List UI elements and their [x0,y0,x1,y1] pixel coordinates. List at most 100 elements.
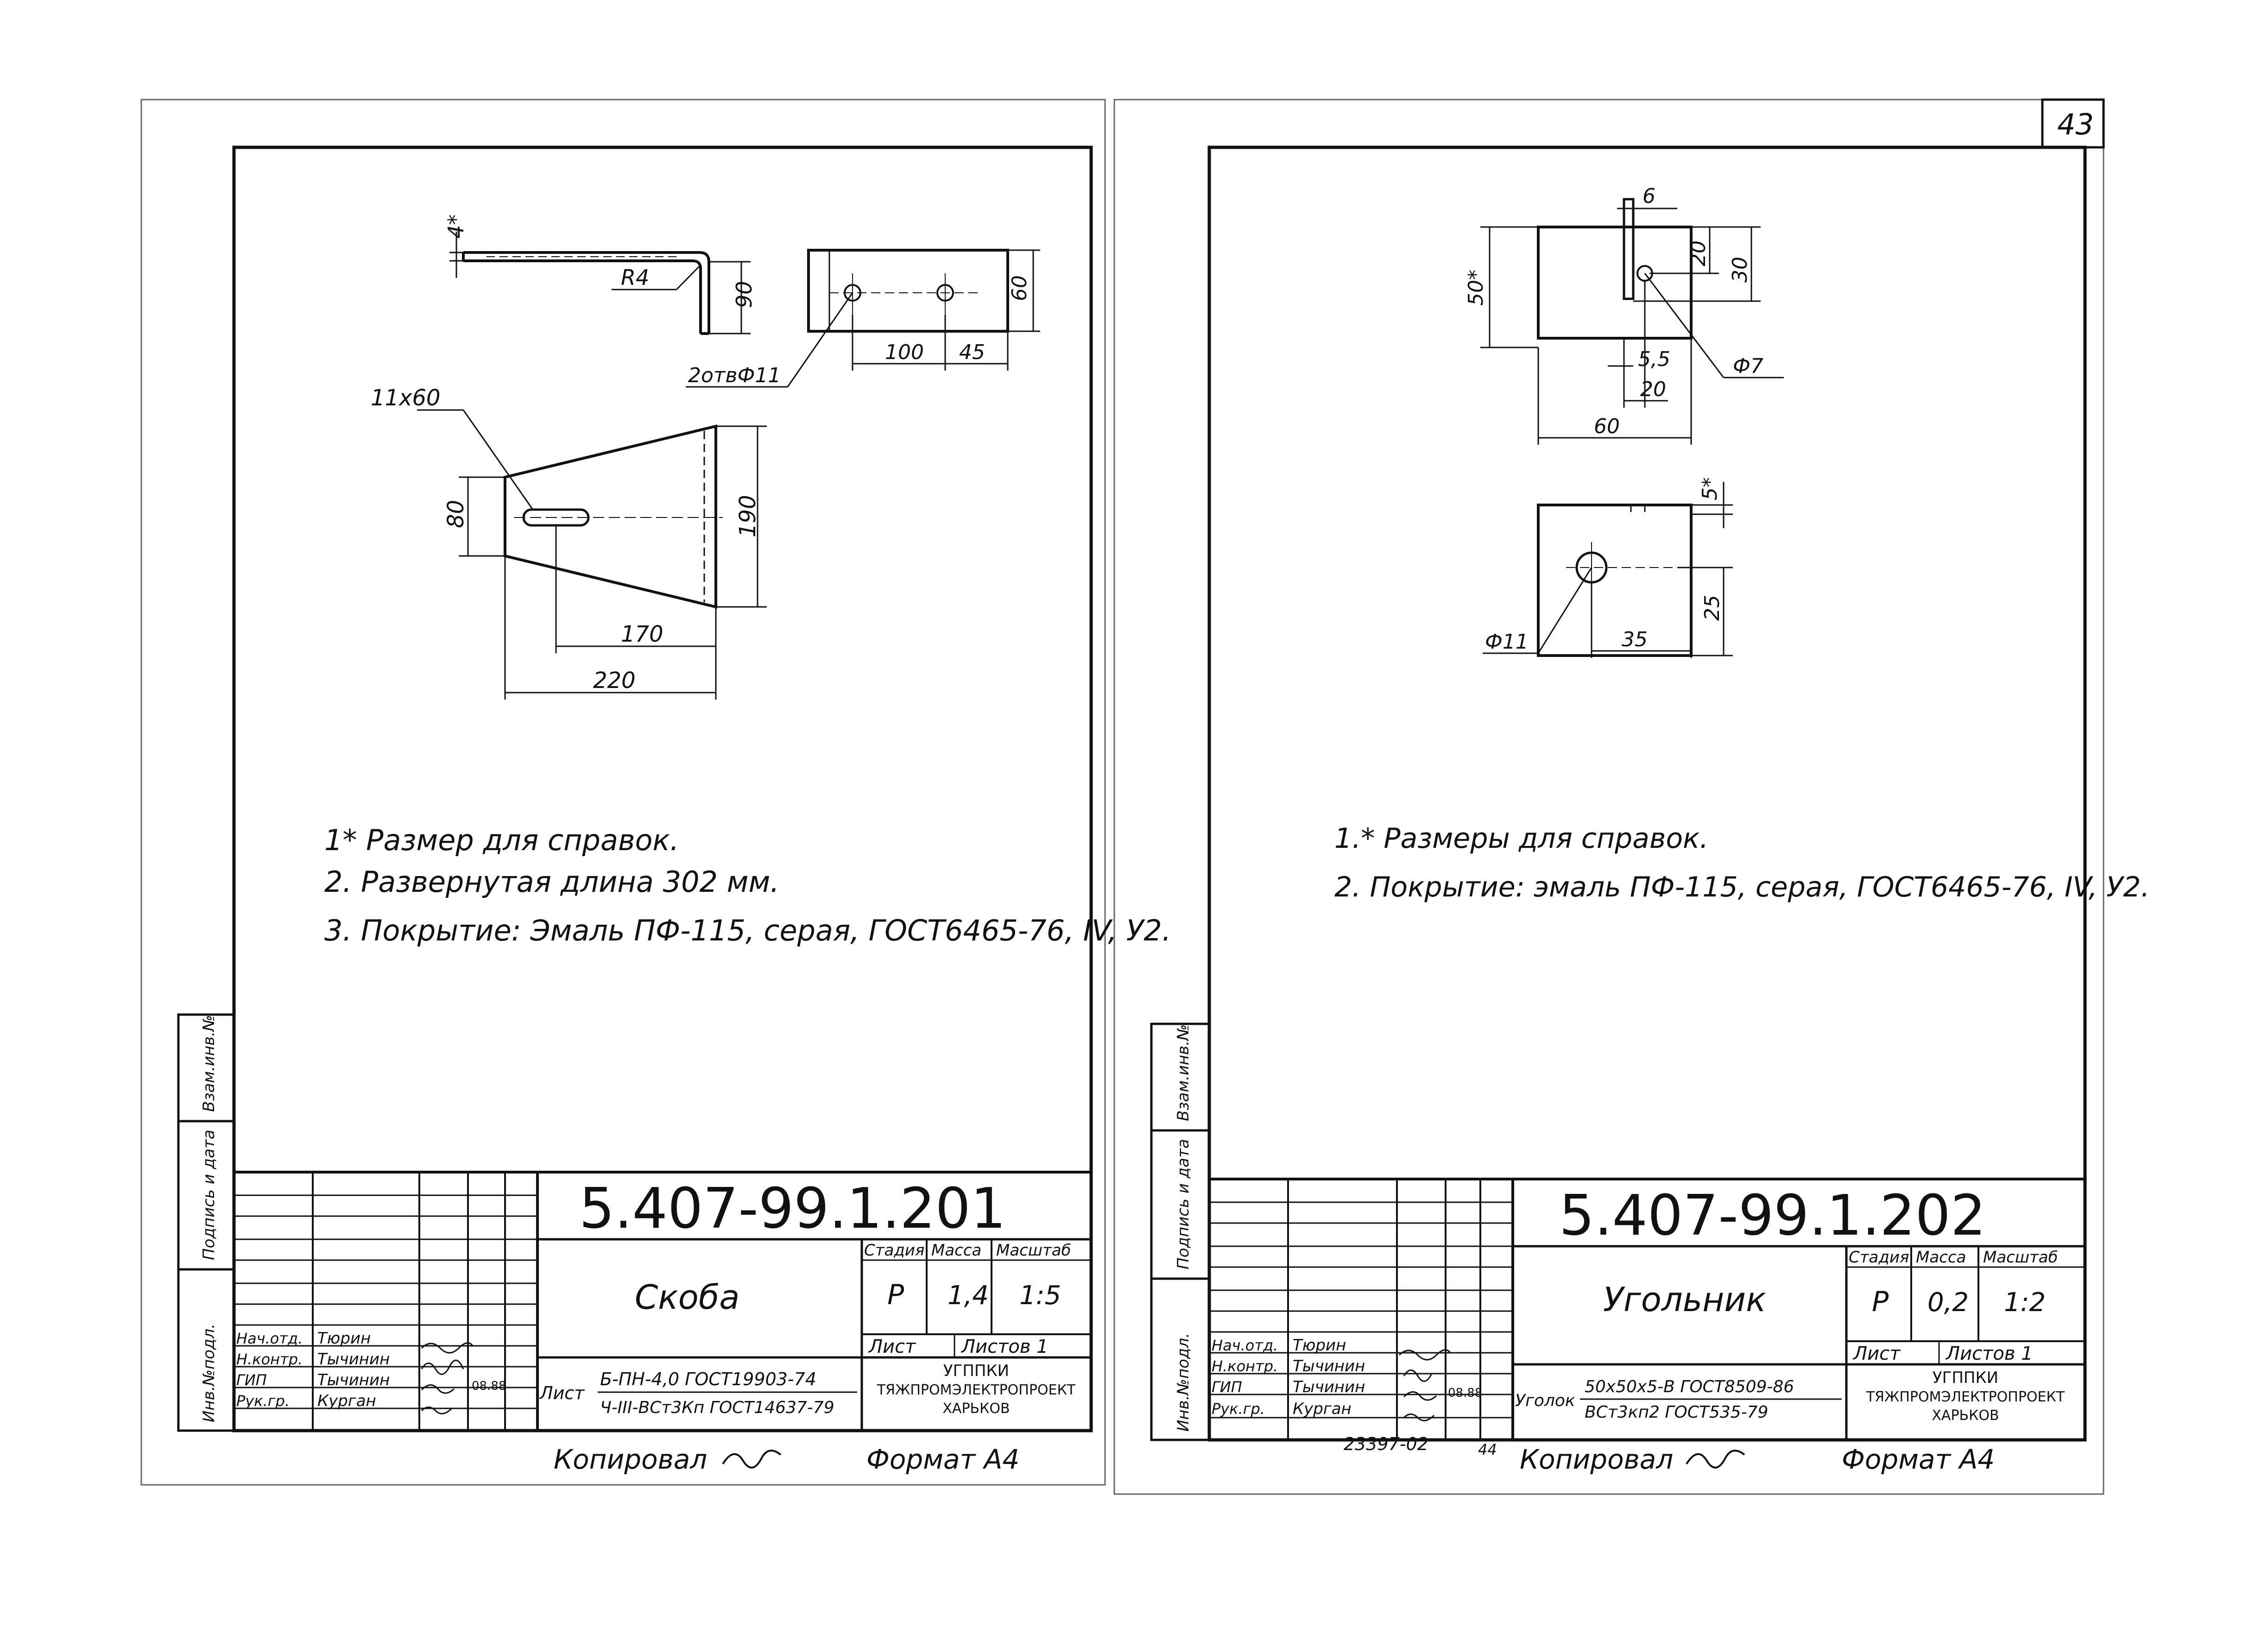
dim-220: 220 [593,668,636,694]
left-org-3: ХАРЬКОВ [942,1401,1010,1417]
left-notes: 1* Размер для справок. 2. Развернутая дл… [324,823,1171,947]
left-sheet-label: Лист [868,1336,916,1357]
right-header-scale: Масштаб [1983,1248,2058,1267]
right-note-2: 2. Покрытие: эмаль ПФ-115, серая, ГОСТ64… [1334,871,2150,903]
left-copied-signature [722,1450,782,1469]
right-copied-signature [1686,1450,1745,1469]
right-side-label-sign: Подпись и дата [1174,1139,1193,1269]
right-angle-front-view [1480,198,1784,445]
right-value-scale: 1:2 [2004,1287,2046,1318]
left-bracket-flange-view [686,249,1040,388]
left-side-label-sign: Подпись и дата [200,1129,218,1260]
dim-6: 6 [1643,184,1655,208]
left-material-line1: Б-ПН-4,0 ГОСТ19903-74 [600,1369,816,1389]
left-staff-role-3: ГИП [236,1371,267,1389]
left-footer: Копировал Формат А4 [554,1444,1019,1475]
left-staff-role-2: Н.контр. [236,1350,303,1368]
left-staff-name-1: Тюрин [317,1329,371,1348]
right-side-labels: Инв.№подл. Подпись и дата Взам.инв.№ [1174,1024,1193,1432]
right-value-stage: Р [1872,1286,1889,1318]
left-note-1: 1* Размер для справок. [324,823,679,857]
right-staff-name-1: Тюрин [1293,1336,1346,1355]
right-part-name: Угольник [1603,1280,1766,1319]
dim-35: 35 [1622,628,1648,651]
right-staff-name-4: Курган [1293,1400,1352,1418]
left-format-label: Формат А4 [866,1444,1019,1475]
dim-190: 190 [735,495,761,537]
left-staff-name-4: Курган [317,1392,376,1410]
right-material-line2: ВСт3кп2 ГОСТ535-79 [1585,1403,1768,1422]
right-material-prefix: Уголок [1515,1391,1575,1410]
left-material-prefix: Лист [539,1383,585,1403]
left-flange-dims: 60 100 45 2отвФ11 [688,275,1031,387]
right-stamp-page: 44 [1478,1441,1497,1458]
right-org-2: ТЯЖПРОМЭЛЕКТРОПРОЕКТ [1866,1389,2065,1405]
left-drawing-code: 5.407-99.1.201 [579,1177,1006,1241]
right-notes: 1.* Размеры для справок. 2. Покрытие: эм… [1334,822,2150,903]
dim-phi11: Ф11 [1485,630,1529,654]
right-title-block: 5.407-99.1.202 Угольник Стадия Масса Мас… [1212,1184,2065,1424]
left-side-label-replace: Взам.инв.№ [200,1015,218,1112]
left-development-dims: 11х60 80 190 170 220 [371,385,761,694]
left-staff-role-4: Рук.гр. [236,1392,290,1410]
dim-50star: 50* [1464,270,1488,306]
left-side-labels: Инв.№подл. Подпись и дата Взам.инв.№ [200,1015,218,1422]
right-drawing-code: 5.407-99.1.202 [1559,1184,1986,1248]
right-value-mass: 0,2 [1927,1287,1969,1318]
right-format-label: Формат А4 [1842,1444,1995,1475]
left-staff-role-1: Нач.отд. [236,1330,303,1347]
right-material-line1: 50х50х5-В ГОСТ8509-86 [1585,1377,1794,1396]
dim-170: 170 [621,621,663,647]
right-org-3: ХАРЬКОВ [1932,1407,1999,1424]
right-footer: 23397-02 44 Копировал Формат А4 [1344,1434,1995,1475]
left-bracket-development [417,409,767,700]
left-side-label-inv: Инв.№подл. [200,1324,218,1422]
dim-holes: 2отвФ11 [688,364,781,387]
dim-60-right: 60 [1594,415,1620,438]
right-title-block-lines [1208,1178,2086,1441]
right-sheets-label: Листов 1 [1945,1343,2033,1364]
right-side-label-inv: Инв.№подл. [1174,1333,1193,1432]
left-copied-label: Копировал [554,1444,707,1475]
right-stamp-number: 23397-02 [1344,1434,1428,1454]
left-title-block: 5.407-99.1.201 Скоба Стадия Масса Масшта… [236,1177,1076,1417]
dim-100: 100 [885,341,924,364]
dim-30: 30 [1728,257,1752,283]
right-org-1: УГППКИ [1933,1369,1998,1387]
dim-20: 20 [1687,240,1710,266]
left-org-1: УГППКИ [943,1362,1009,1380]
right-angle-flange-view [1483,482,1733,658]
page-number: 43 [2057,107,2094,141]
dim-4star: 4* [443,215,468,239]
dim-5-5: 5,5 [1638,347,1670,371]
left-value-stage: Р [887,1279,904,1311]
left-date: 08.88 [472,1379,506,1393]
dim-5star: 5* [1698,477,1722,500]
left-material-line2: Ч-III-ВСт3Кп ГОСТ14637-79 [600,1398,834,1417]
right-staff-name-3: Тычинин [1293,1378,1365,1396]
dim-80: 80 [443,500,469,528]
right-staff-name-2: Тычинин [1293,1357,1365,1375]
dim-25: 25 [1700,595,1724,621]
right-front-dims: 6 50* 20 30 5,5 20 Ф7 60 [1464,184,1763,438]
dim-20b: 20 [1640,378,1666,401]
left-sheets-label: Листов 1 [960,1336,1049,1357]
right-header-stage: Стадия [1849,1248,1909,1267]
left-value-scale: 1:5 [1019,1281,1061,1311]
left-bracket-side-view [449,232,751,335]
dim-90: 90 [732,281,757,308]
right-staff-role-1: Нач.отд. [1212,1337,1278,1354]
left-header-stage: Стадия [864,1241,924,1260]
left-note-3: 3. Покрытие: Эмаль ПФ-115, серая, ГОСТ64… [324,914,1171,947]
right-note-1: 1.* Размеры для справок. [1334,822,1708,855]
right-sheet-label: Лист [1852,1343,1901,1364]
right-staff-role-4: Рук.гр. [1212,1400,1265,1418]
left-side-dims: 4* R4 90 [443,215,757,308]
dim-45: 45 [959,341,985,364]
right-side-label-replace: Взам.инв.№ [1174,1024,1193,1121]
left-part-name: Скоба [635,1278,739,1317]
dim-phi7: Ф7 [1733,354,1763,378]
left-org-2: ТЯЖПРОМЭЛЕКТРОПРОЕКТ [877,1382,1076,1398]
right-header-mass: Масса [1916,1248,1966,1267]
